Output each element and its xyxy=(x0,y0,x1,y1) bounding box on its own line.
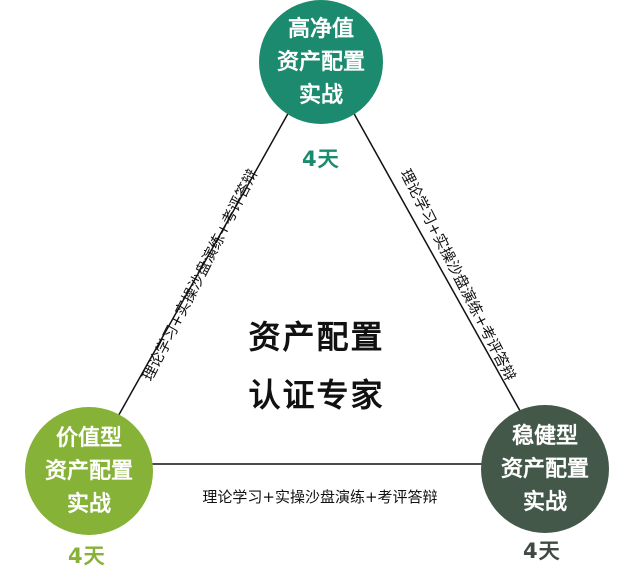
node-top-days: 4天 xyxy=(302,147,340,171)
node-stable: 稳健型 资产配置 实战 xyxy=(481,405,609,533)
node-right-days: 4天 xyxy=(523,539,561,563)
edge-label-bottom: 理论学习+实操沙盘演练+考评答辩 xyxy=(202,488,438,506)
node-left-days: 4天 xyxy=(68,544,106,568)
edge-line-left xyxy=(115,109,291,421)
node-right-line-1: 稳健型 xyxy=(511,423,578,449)
node-right-line-2: 资产配置 xyxy=(500,456,589,482)
edge-line-right xyxy=(351,109,525,419)
node-high-net-worth: 高净值 资产配置 实战 xyxy=(259,0,383,124)
node-top-line-3: 实战 xyxy=(298,82,343,108)
node-right-line-3: 实战 xyxy=(522,489,567,515)
node-top-line-2: 资产配置 xyxy=(276,49,365,75)
node-left-line-3: 实战 xyxy=(66,491,111,517)
center-title-line-1: 资产配置 xyxy=(248,318,385,356)
node-left-line-2: 资产配置 xyxy=(44,458,133,484)
center-title-line-2: 认证专家 xyxy=(248,376,385,414)
node-left-line-1: 价值型 xyxy=(55,425,122,451)
node-value: 价值型 资产配置 实战 xyxy=(25,407,153,535)
node-top-line-1: 高净值 xyxy=(287,16,354,42)
